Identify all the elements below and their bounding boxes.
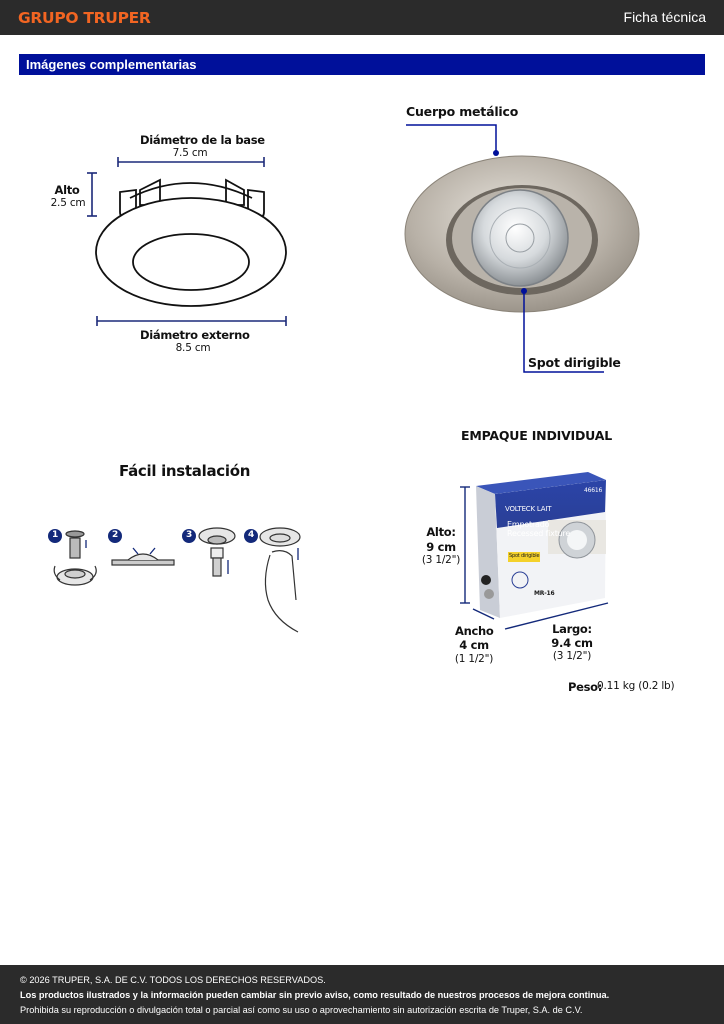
base-diameter-label: Diámetro de la base: [140, 133, 265, 147]
height-value: 2.5 cm: [50, 197, 86, 209]
box-line-2: Recessed fixture: [507, 529, 571, 538]
footer: © 2026 TRUPER, S.A. DE C.V. TODOS LOS DE…: [0, 965, 724, 1024]
brand-logo: GRUPO TRUPER: [18, 9, 151, 27]
package-weight-label: Peso:: [568, 680, 603, 694]
outer-diameter-value: 8.5 cm: [175, 342, 211, 354]
box-code: 46616: [584, 487, 603, 494]
step-2-number: 2: [112, 530, 118, 540]
box-brand: VOLTECK LAIT: [505, 505, 552, 513]
packaging-title: EMPAQUE INDIVIDUAL: [461, 428, 612, 443]
outer-diameter-label: Diámetro externo: [140, 328, 250, 342]
section-header: Imágenes complementarias: [19, 54, 705, 75]
box-badge: Spot dirigible: [509, 553, 540, 559]
step-3-number: 3: [186, 530, 192, 540]
footer-copyright: © 2026 TRUPER, S.A. DE C.V. TODOS LOS DE…: [20, 975, 326, 985]
sheet-type-label: Ficha técnica: [623, 9, 706, 25]
installation-title: Fácil instalación: [119, 462, 251, 480]
top-bar: GRUPO TRUPER Ficha técnica: [0, 0, 724, 35]
callout-metal-body: Cuerpo metálico: [406, 104, 519, 119]
height-label: Alto: [54, 183, 80, 197]
package-width-label: Ancho: [455, 624, 494, 638]
package-length-label: Largo:: [552, 622, 592, 636]
footer-prohibition: Prohibida su reproducción o divulgación …: [20, 1005, 583, 1015]
package-height-label: Alto:: [426, 525, 456, 539]
base-diameter-value: 7.5 cm: [172, 147, 208, 159]
package-width-cm: 4 cm: [459, 638, 489, 652]
package-length-cm: 9.4 cm: [551, 636, 593, 650]
callout-spot: Spot dirigible: [528, 355, 621, 370]
package-height-in: (3 1/2"): [421, 554, 461, 566]
step-1-number: 1: [52, 530, 58, 540]
package-height-cm: 9 cm: [426, 540, 456, 554]
box-lamp-type: MR-16: [534, 590, 555, 597]
package-length-in: (3 1/2"): [552, 650, 592, 662]
step-4-number: 4: [248, 530, 254, 540]
package-weight-value: 0.11 kg (0.2 lb): [597, 680, 675, 692]
box-line-1: Empotrado: [507, 520, 550, 529]
section-title: Imágenes complementarias: [26, 57, 197, 72]
footer-notice: Los productos ilustrados y la informació…: [20, 990, 610, 1000]
package-width-in: (1 1/2"): [454, 653, 494, 665]
